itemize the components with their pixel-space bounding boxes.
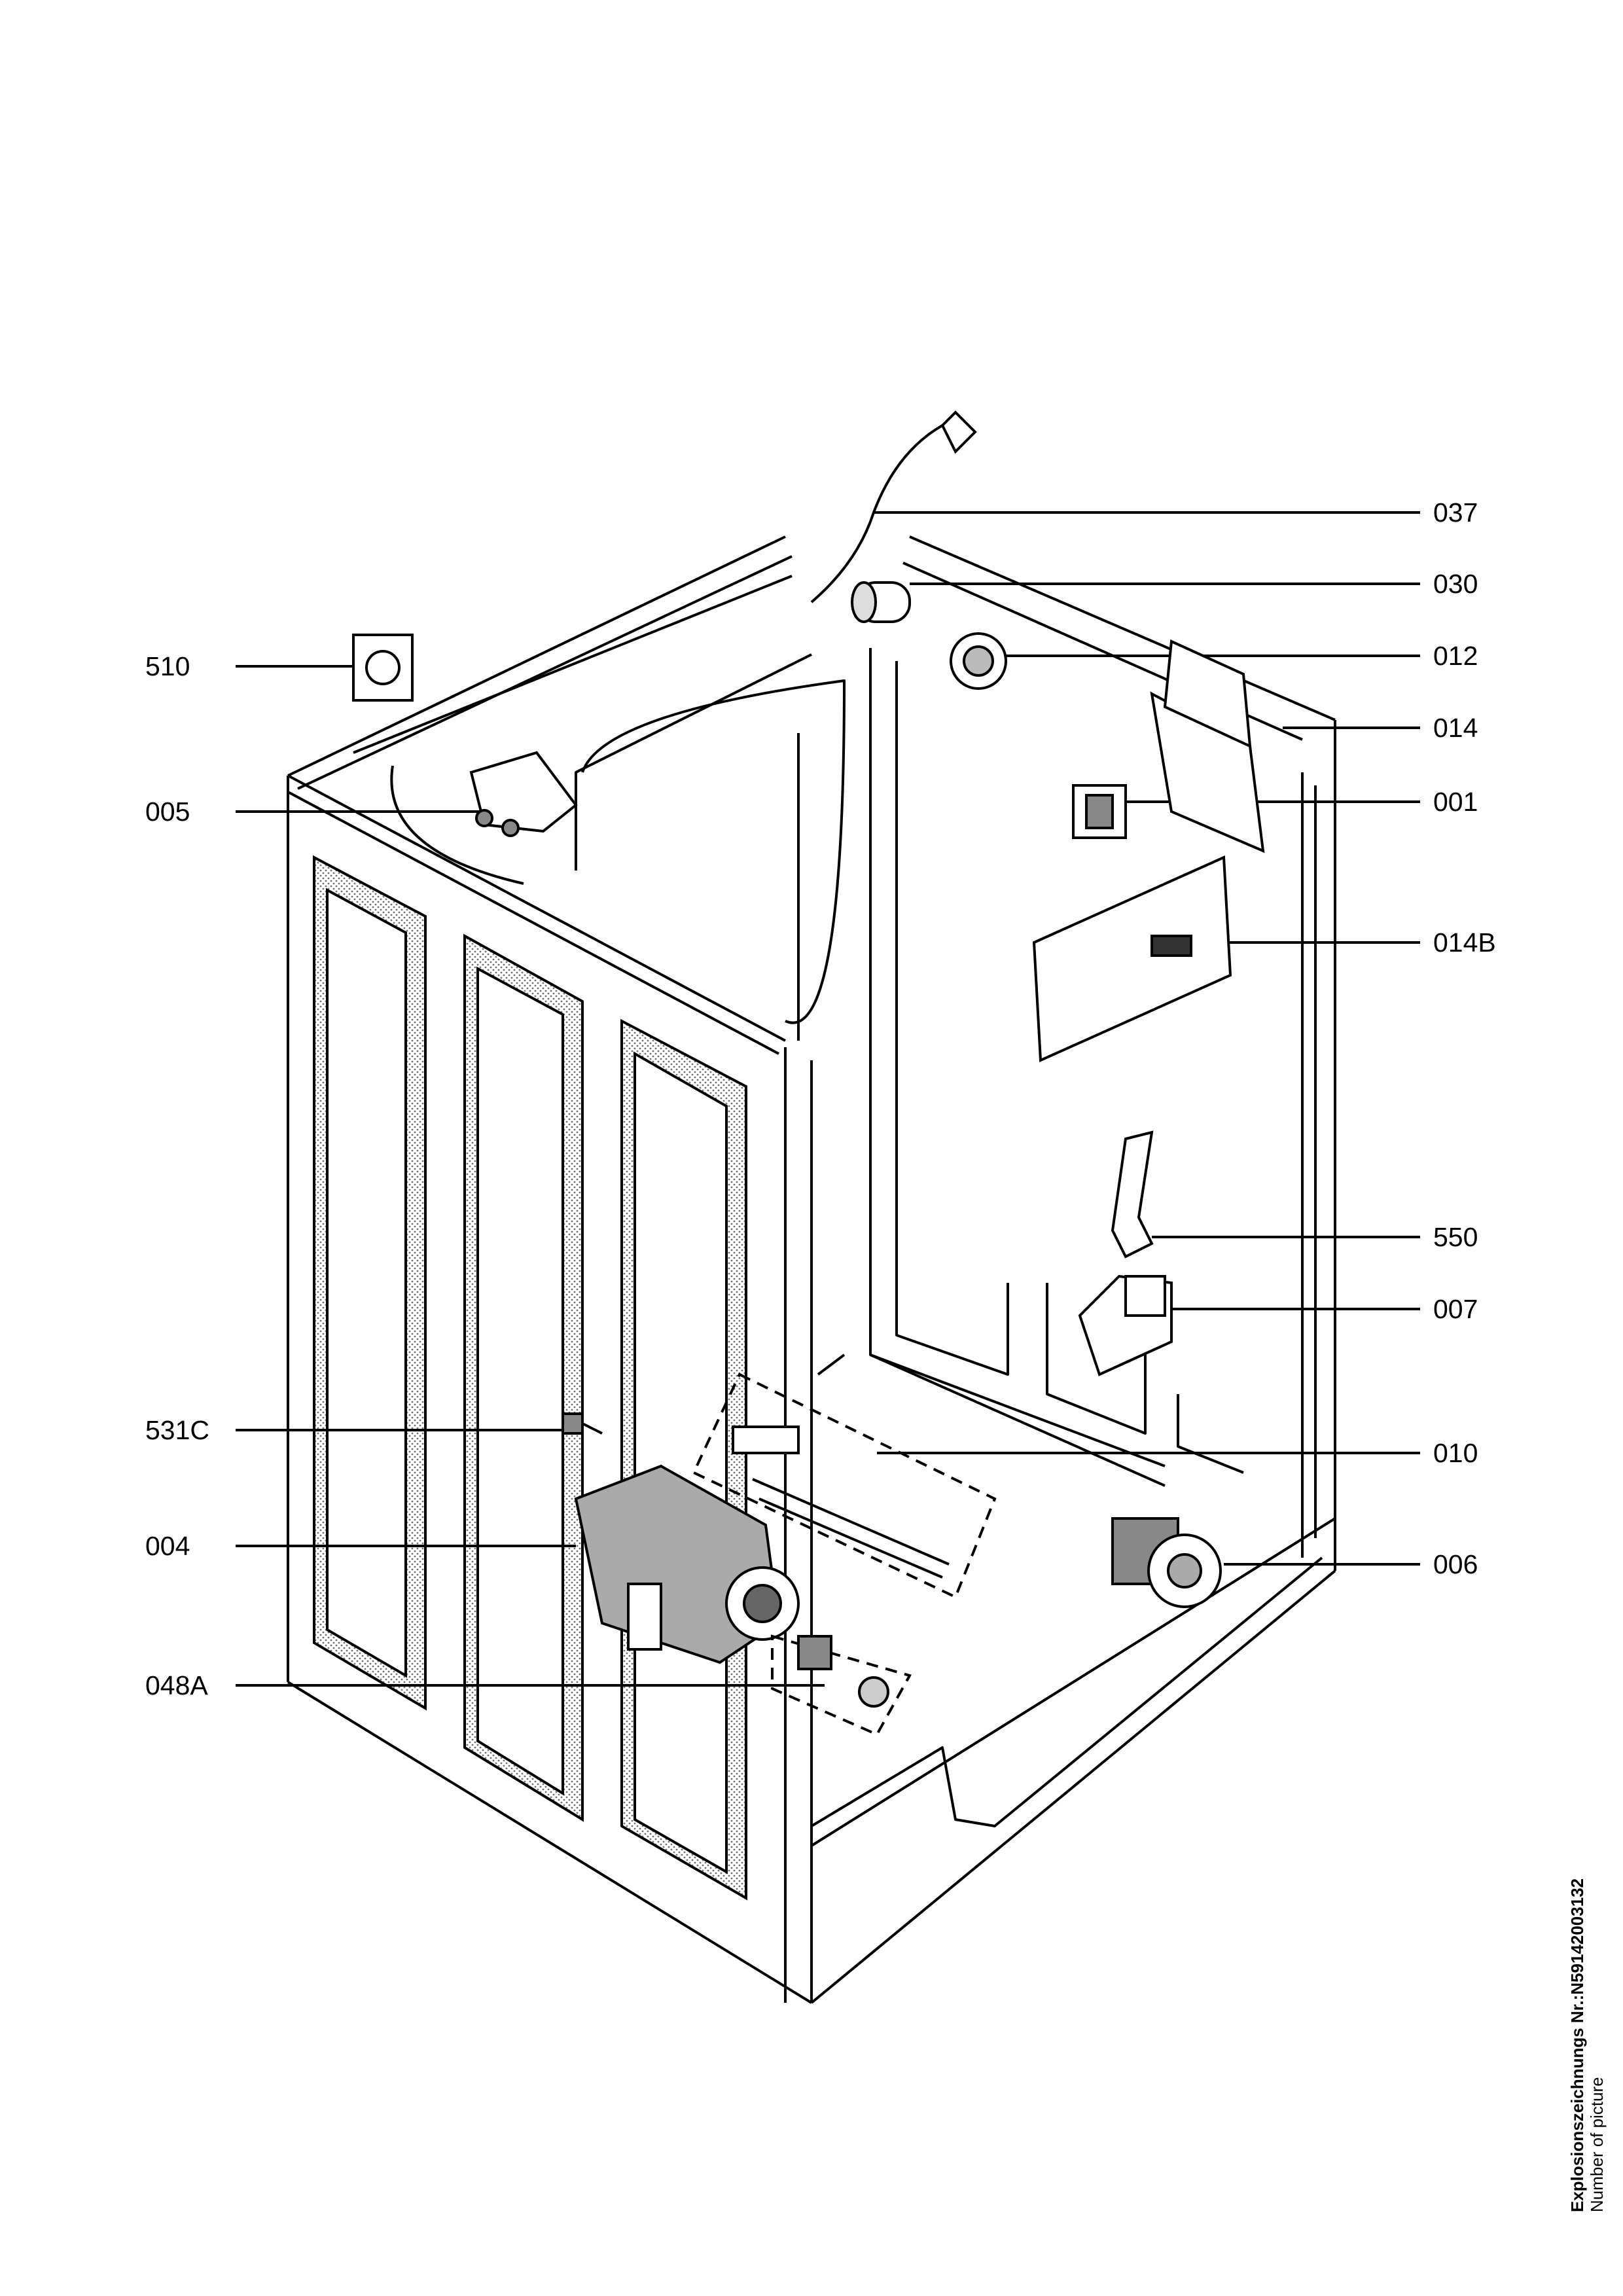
- motor: [574, 1464, 800, 1664]
- picture-number-title: Explosionszeichnungs Nr.:N59142003132: [1567, 1878, 1587, 2212]
- pressure-switch: [950, 632, 1007, 690]
- screw: [562, 1412, 603, 1435]
- callout-004: 004: [145, 1531, 190, 1561]
- callout-037: 037: [1433, 497, 1478, 528]
- filter-unit: [1072, 784, 1127, 839]
- inlet-valve: [469, 751, 578, 837]
- callout-005: 005: [145, 797, 190, 827]
- picture-number-subtitle: Number of picture: [1587, 2077, 1607, 2212]
- callout-030: 030: [1433, 569, 1478, 599]
- side-panels: [313, 855, 747, 1901]
- power-cord: [810, 410, 977, 603]
- callout-014B: 014B: [1433, 927, 1496, 958]
- callout-012: 012: [1433, 641, 1478, 671]
- control-board: [1032, 855, 1232, 1063]
- heating-element: [692, 1372, 997, 1599]
- detergent-dispenser-part: [352, 634, 414, 702]
- callout-531C: 531C: [145, 1415, 209, 1445]
- callout-048A: 048A: [145, 1670, 208, 1700]
- carbon-brush-kit: [771, 1634, 912, 1736]
- callout-006: 006: [1433, 1549, 1478, 1579]
- callout-007: 007: [1433, 1294, 1478, 1324]
- door-handle: [1111, 1130, 1154, 1259]
- callout-550: 550: [1433, 1222, 1478, 1252]
- drain-pump: [1111, 1517, 1222, 1608]
- programmer-bracket: [1150, 639, 1265, 853]
- picture-number-caption: Explosionszeichnungs Nr.:N59142003132 Nu…: [1567, 1878, 1607, 2212]
- leader-lines: [236, 511, 1420, 1687]
- callout-010: 010: [1433, 1438, 1478, 1468]
- callout-014: 014: [1433, 713, 1478, 743]
- door-interlock: [1078, 1274, 1173, 1376]
- cabinet-frame: [287, 535, 1336, 2004]
- callout-510: 510: [145, 651, 190, 681]
- capacitor: [851, 581, 911, 623]
- callout-001: 001: [1433, 787, 1478, 817]
